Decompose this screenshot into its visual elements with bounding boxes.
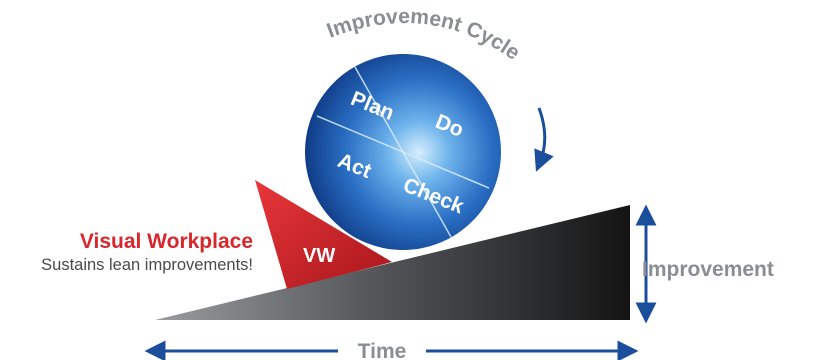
visual-workplace-wedge [255, 180, 392, 289]
wedge-label: VW [303, 245, 335, 267]
improvement-axis-label: Improvement [642, 258, 774, 281]
visual-workplace-title: Visual Workplace [80, 230, 253, 253]
time-axis-label: Time [358, 340, 407, 360]
rotation-arrow [534, 107, 554, 172]
pdca-sphere: Plan Do Act Check [305, 54, 501, 250]
improvement-ramp [155, 205, 630, 320]
visual-workplace-subtitle: Sustains lean improvements! [41, 256, 253, 274]
improvement-cycle-title: Improvement Cycle [324, 5, 524, 65]
